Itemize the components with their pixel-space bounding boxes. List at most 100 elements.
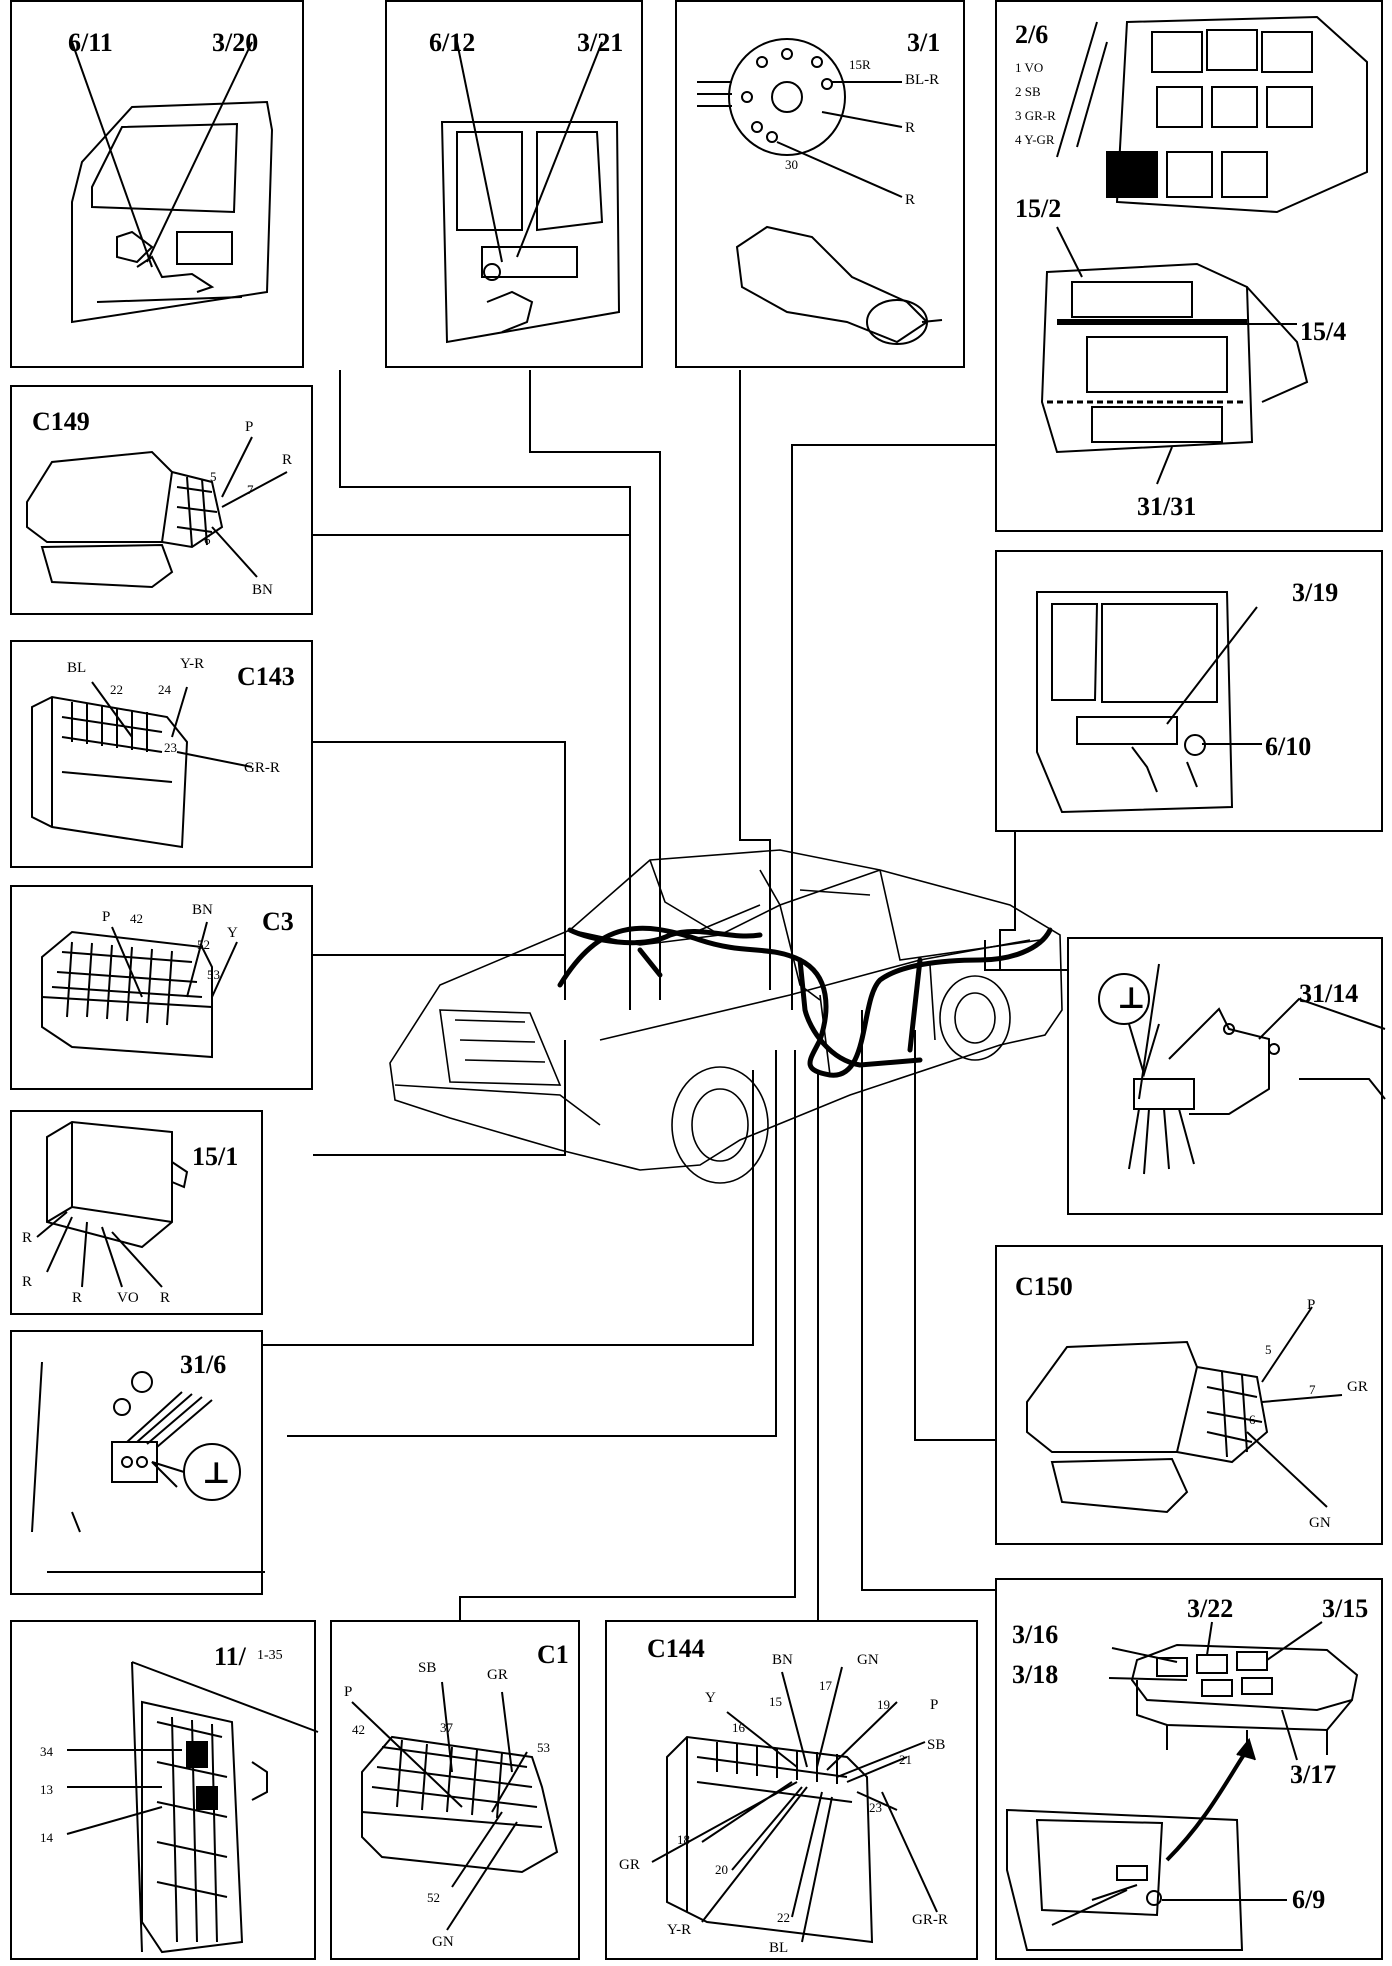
label-19: 19 <box>877 1697 890 1712</box>
ground-symbol: ⊥ <box>202 1457 231 1490</box>
relay-box-drawing <box>1040 15 1368 485</box>
label-r-1: R <box>22 1230 33 1246</box>
panel-31-14: 31/14 ⊥ <box>1067 937 1386 1215</box>
label-17: 17 <box>819 1678 832 1693</box>
label-p: P <box>1307 1297 1316 1313</box>
label-sb: SB <box>418 1660 437 1676</box>
label-gn: GN <box>857 1652 879 1668</box>
label-r-top: R <box>905 120 916 136</box>
panel-2-6: 2/6 1 VO 2 SB 3 GR-R 4 Y-GR 15/2 15/4 31… <box>995 0 1383 532</box>
label-42: 42 <box>352 1722 365 1737</box>
label-gr-r: GR-R <box>912 1912 948 1928</box>
label-vo: VO <box>117 1290 139 1306</box>
ground-point-31-6-drawing <box>31 1361 265 1573</box>
label-11: 11/ <box>214 1642 246 1671</box>
panel-c149: C149 P R 5 7 6 BN <box>10 385 313 615</box>
label-y-r: Y-R <box>180 656 205 672</box>
label-bn: BN <box>252 582 273 598</box>
label-5: 5 <box>1265 1342 1272 1357</box>
list-item-1: 1 VO <box>1015 60 1044 75</box>
label-gr: GR <box>619 1857 640 1873</box>
label-bl: BL <box>769 1940 789 1956</box>
panel-11: 11/ 1-35 34 13 14 <box>10 1620 319 1960</box>
panel-3-1: 3/1 15R BL-R R 30 R <box>675 0 965 368</box>
label-r-3: R <box>72 1290 83 1306</box>
label-23: 23 <box>869 1800 882 1815</box>
label-gn: GN <box>1309 1515 1331 1531</box>
window-switch-panel-drawing <box>1006 1621 1359 1951</box>
label-14: 14 <box>40 1830 53 1845</box>
list-item-2: 2 SB <box>1015 84 1041 99</box>
label-6-12: 6/12 <box>429 28 476 57</box>
rear-door-drawing <box>440 41 621 344</box>
list-item-4: 4 Y-GR <box>1015 132 1055 147</box>
label-sb: SB <box>927 1737 946 1753</box>
label-7: 7 <box>1309 1382 1316 1397</box>
label-15-2: 15/2 <box>1015 194 1062 223</box>
label-7: 7 <box>247 482 254 497</box>
label-15-1: 15/1 <box>192 1142 239 1171</box>
label-3-15: 3/15 <box>1322 1594 1369 1623</box>
label-3-18: 3/18 <box>1012 1660 1059 1689</box>
label-c3: C3 <box>262 907 294 936</box>
label-bl: BL <box>67 660 87 676</box>
label-p: P <box>245 419 254 435</box>
label-r-2: R <box>22 1274 33 1290</box>
label-p: P <box>930 1697 939 1713</box>
label-bn: BN <box>772 1652 793 1668</box>
label-2-6: 2/6 <box>1015 20 1049 49</box>
label-p: P <box>102 909 111 925</box>
panel-6-11: 6/11 3/20 <box>10 0 304 368</box>
label-c144: C144 <box>647 1634 705 1663</box>
label-c149: C149 <box>32 407 90 436</box>
label-bl-r: BL-R <box>905 72 940 88</box>
label-3-21: 3/21 <box>577 28 624 57</box>
label-13: 13 <box>40 1782 53 1797</box>
connector-c143-drawing <box>31 681 253 849</box>
label-y: Y <box>227 925 238 941</box>
ignition-switch-drawing <box>697 38 943 345</box>
list-item-3: 3 GR-R <box>1015 108 1056 123</box>
label-gr-r: GR-R <box>244 760 280 776</box>
ground-point-drawing <box>1098 963 1386 1175</box>
panel-6-12: 6/12 3/21 <box>385 0 643 368</box>
panel-c143: C143 BL Y-R 22 24 23 GR-R <box>10 640 313 868</box>
label-y: Y <box>705 1690 716 1706</box>
label-24: 24 <box>158 682 171 697</box>
label-gr: GR <box>1347 1379 1368 1395</box>
label-22: 22 <box>110 682 123 697</box>
label-31-31: 31/31 <box>1137 492 1197 521</box>
panel-c144: C144 BN GN Y 15 17 19 P 16 SB 21 18 23 G… <box>605 1620 978 1960</box>
panel-15-1: 15/1 R R R VO R <box>10 1110 263 1315</box>
label-3-19: 3/19 <box>1292 578 1339 607</box>
label-15: 15 <box>769 1694 782 1709</box>
label-34: 34 <box>40 1744 53 1759</box>
fuse-box-drawing <box>66 1661 319 1954</box>
label-y-r: Y-R <box>667 1922 692 1938</box>
panel-3-16: 3/22 3/15 3/16 3/18 3/17 6/9 <box>995 1578 1383 1960</box>
label-gr: GR <box>487 1667 508 1683</box>
connector-c3-drawing <box>41 921 238 1059</box>
front-door-drawing <box>71 41 274 324</box>
label-3-22: 3/22 <box>1187 1594 1234 1623</box>
label-30: 30 <box>785 157 798 172</box>
rear-door-right-drawing <box>1036 591 1262 814</box>
panel-c150: C150 P 5 7 GR 6 GN <box>995 1245 1383 1545</box>
label-bn: BN <box>192 902 213 918</box>
label-20: 20 <box>715 1862 728 1877</box>
label-3-20: 3/20 <box>212 28 259 57</box>
connector-c144-drawing <box>651 1666 938 1944</box>
connector-c149-drawing <box>26 436 288 589</box>
label-gn: GN <box>432 1934 454 1950</box>
label-6-10: 6/10 <box>1265 732 1312 761</box>
ground-symbol: ⊥ <box>1117 982 1146 1015</box>
label-53: 53 <box>537 1740 550 1755</box>
label-r: R <box>282 452 293 468</box>
label-22: 22 <box>777 1910 790 1925</box>
label-15r: 15R <box>849 57 871 72</box>
panel-c1: C1 P SB GR 42 37 53 52 GN <box>330 1620 580 1960</box>
panel-3-19: 3/19 6/10 <box>995 550 1383 832</box>
label-21: 21 <box>899 1752 912 1767</box>
